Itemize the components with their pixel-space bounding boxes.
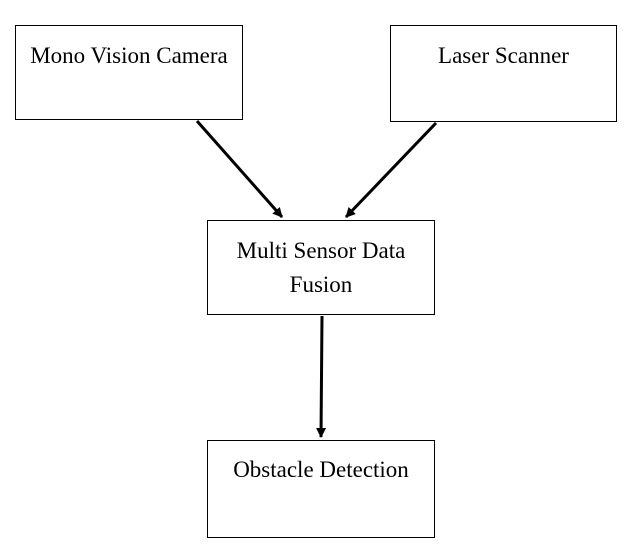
node-label: Obstacle Detection (233, 457, 409, 482)
edge-fusion-to-obstacle (316, 315, 327, 438)
node-laser-scanner: Laser Scanner (390, 25, 617, 122)
node-multi-sensor-data-fusion: Multi Sensor Data Fusion (207, 220, 435, 315)
edge-laser-to-fusion (344, 121, 438, 219)
node-label: Laser Scanner (438, 43, 569, 68)
node-mono-vision-camera: Mono Vision Camera (15, 25, 243, 120)
edge-camera-to-fusion (195, 120, 284, 218)
node-label: Multi Sensor Data Fusion (236, 237, 406, 297)
node-label: Mono Vision Camera (30, 43, 228, 68)
node-obstacle-detection: Obstacle Detection (207, 440, 435, 538)
